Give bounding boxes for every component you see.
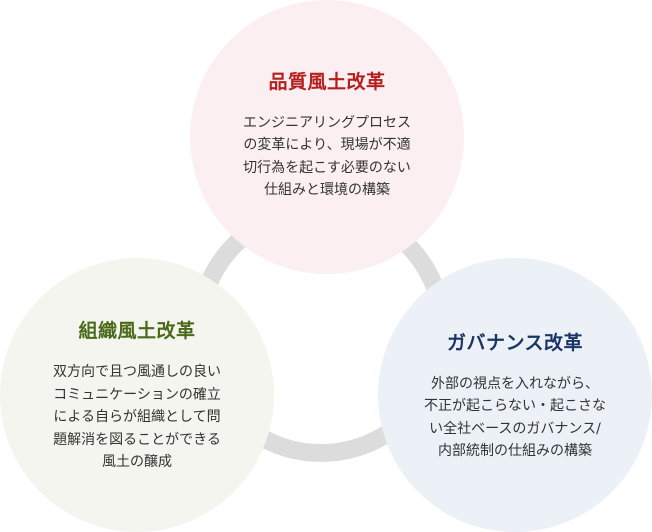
governance-reform-circle: ガバナンス改革 外部の視点を入れながら、 不正が起こらない・起こさな い全社ベー… [378, 258, 652, 532]
description-line: 不正が起こらない・起こさな [424, 398, 606, 414]
description-line: 双方向で且つ風通しの良い [53, 364, 221, 381]
organization-culture-reform-title: 組織風土改革 [78, 320, 196, 343]
description-line: の変革により、現場が不適 [243, 137, 411, 153]
description-line: い全社ベースのガバナンス/ [429, 420, 601, 437]
description-line: エンジニアリングプロセス [243, 114, 411, 131]
description-line: 内部統制の仕組みの構築 [438, 443, 592, 459]
description-line: 切行為を起こす必要のない [243, 159, 411, 176]
quality-culture-reform-title: 品質風土改革 [268, 70, 386, 93]
description-line: 仕組みと環境の構築 [264, 182, 390, 198]
quality-culture-reform-circle: 品質風土改革 エンジニアリングプロセス の変革により、現場が不適 切行為を起こす… [190, 0, 464, 274]
description-line: コミュニケーションの確立 [53, 386, 221, 403]
organization-culture-reform-description: 双方向で且つ風通しの良い コミュニケーションの確立 による自らが組織として問 題… [53, 361, 221, 474]
description-line: 題解消を図ることができる [53, 431, 221, 448]
quality-culture-reform-description: エンジニアリングプロセス の変革により、現場が不適 切行為を起こす必要のない 仕… [243, 112, 411, 202]
description-line: 外部の視点を入れながら、 [431, 375, 599, 392]
organization-culture-reform-circle: 組織風土改革 双方向で且つ風通しの良い コミュニケーションの確立 による自らが組… [0, 258, 274, 532]
governance-reform-title: ガバナンス改革 [446, 331, 584, 354]
governance-reform-description: 外部の視点を入れながら、 不正が起こらない・起こさな い全社ベースのガバナンス/… [424, 373, 606, 463]
description-line: 風土の醸成 [102, 454, 172, 471]
description-line: による自らが組織として問 [53, 409, 221, 426]
